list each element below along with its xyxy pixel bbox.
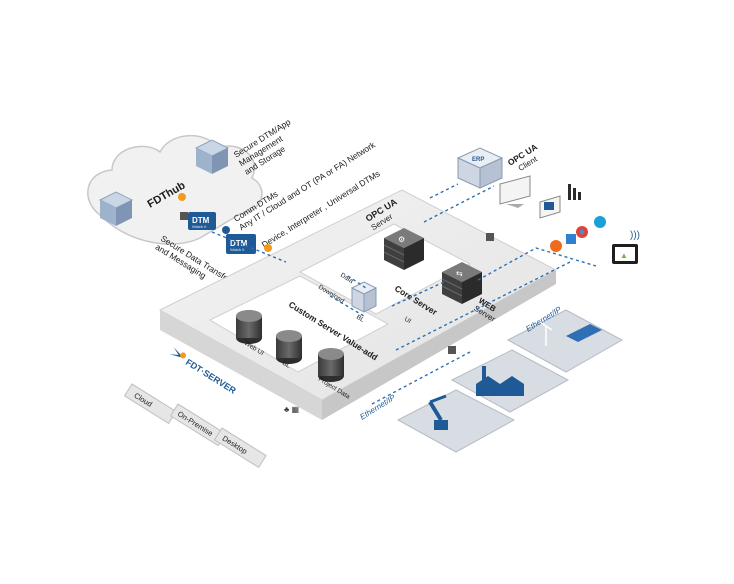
platform-os-icons: ♣ ▦ — [284, 405, 299, 414]
browser-chrome-inner-icon — [579, 229, 585, 235]
client-monitor — [499, 175, 531, 208]
dtm-badge-comm: DTM Watch it — [188, 212, 216, 230]
tile-factory — [450, 349, 570, 413]
cylinder-bl — [276, 330, 302, 364]
client-laptop — [539, 195, 561, 219]
dtm-badge-device-sub: Watch it — [230, 247, 245, 252]
android-icon: ▲ — [620, 251, 628, 260]
cloud-server-right — [194, 139, 230, 174]
connectors — [211, 183, 597, 405]
opcua-server-stack: ⚙ — [383, 228, 424, 270]
fdthub-cloud: FDThub — [87, 134, 263, 245]
web-server-stack: ⇆ — [441, 262, 482, 304]
wifi-icon: ))) — [630, 230, 640, 241]
ui-label: UI — [403, 316, 412, 325]
connector-core-custom — [329, 295, 365, 317]
platform-front — [160, 310, 322, 420]
client-chart-icon — [568, 184, 581, 200]
web-arrows-icon: ⇆ — [456, 269, 463, 278]
core-server-stack — [350, 281, 378, 313]
bl-core-label: BL — [355, 314, 366, 324]
cloud-server-left — [98, 191, 134, 226]
tablet-device: ▲ — [612, 244, 638, 264]
connector-data — [347, 275, 367, 289]
dtm-badge-comm-tag: DTM — [192, 216, 210, 225]
ethernet-bottom-label: Ethernet/IP — [358, 393, 397, 422]
connector-field-lower — [371, 351, 471, 405]
erp-server: ERP — [456, 147, 504, 189]
opcua-gear-icon: ⚙ — [398, 235, 405, 244]
connector-opcua-erp — [429, 183, 459, 199]
browser-firefox-icon — [550, 240, 562, 252]
browser-edge-icon — [594, 216, 606, 228]
connector-opcua-client — [423, 185, 495, 223]
erp-label: ERP — [472, 157, 484, 163]
dtm-dot-blue — [222, 226, 230, 234]
connector-cloud-platform — [211, 231, 287, 263]
custom-item-bl: BL — [281, 360, 292, 370]
connector-web-field — [395, 261, 571, 351]
fdthub-lock-icon — [178, 193, 186, 201]
lock-icon-client — [486, 233, 494, 241]
connector-web-client — [477, 247, 597, 281]
cloud-callout: Secure DTM/App Management and Storage — [232, 117, 293, 177]
cylinder-project-data — [318, 348, 344, 382]
cylinder-web-ui — [236, 310, 262, 344]
dtm-badge-comm-sub: Watch it — [192, 224, 207, 229]
opcua-client-label: OPC UA Client — [506, 142, 540, 173]
deployment-cloud: Cloud — [123, 383, 177, 425]
core-area — [298, 223, 472, 315]
dtm-dot-orange — [264, 244, 272, 252]
deployment-desktop: Desktop — [213, 427, 267, 469]
custom-area — [208, 275, 390, 373]
tile-robot-arm — [396, 389, 516, 453]
platform-side — [322, 270, 556, 420]
browser-safari-icon — [566, 234, 576, 244]
lock-icon-left — [180, 212, 188, 220]
tile-wind-solar — [506, 309, 624, 373]
dtm-badge-device-tag: DTM — [230, 239, 248, 248]
lock-icon-field — [448, 346, 456, 354]
